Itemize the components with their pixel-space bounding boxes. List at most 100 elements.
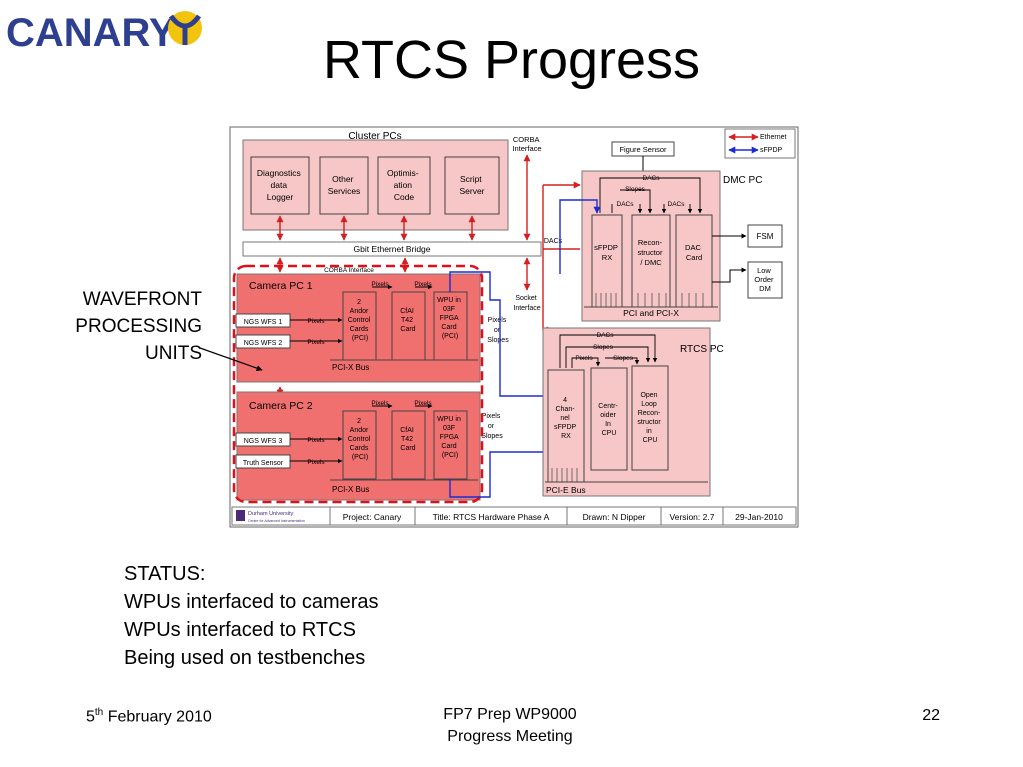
- dmc-dacs-a: DACs: [617, 201, 635, 208]
- diagnostics-logger-box: Diagnostics data Logger: [257, 168, 303, 202]
- camera1-pix-in1: Pixels: [307, 318, 325, 325]
- rtcs-internal-links: [559, 334, 658, 368]
- dac-output-links: [712, 233, 747, 283]
- footer-date-day: 5: [86, 708, 95, 726]
- dmc-dacs-b: DACs: [668, 201, 686, 208]
- status-list: STATUS: WPUs interfaced to cameras WPUs …: [124, 560, 379, 672]
- camera1-pixels-b: Pixels: [414, 281, 432, 288]
- rtcs-pins: [551, 468, 578, 482]
- camera2-title: Camera PC 2: [249, 400, 313, 412]
- cluster-boxes: Diagnostics data Logger Other Services O…: [250, 156, 500, 215]
- annotation-arrow: [199, 347, 263, 372]
- dmc-dac-card-label: DAC Card: [685, 243, 703, 262]
- titlebar-org-line1: Durham University: [248, 511, 293, 517]
- rtcs-reconstructor-label: Open Loop Recon- structor in CPU: [637, 392, 662, 444]
- dmc-slopes: Slopes: [625, 186, 646, 193]
- camera1-cfai-label: CfAI T42 Card: [400, 308, 416, 333]
- ngs-wfs2-label: NGS WFS 2: [244, 340, 283, 347]
- gbit-ethernet-bridge: [242, 241, 542, 257]
- camera2-andor-card: [342, 410, 377, 480]
- camera2-output-label: Pixels or Slopes: [481, 413, 503, 440]
- ngs-wfs3-label: NGS WFS 3: [244, 438, 283, 445]
- camera2-pix-in1: Pixels: [307, 437, 325, 444]
- dmc-bus-label: PCI and PCI-X: [623, 308, 679, 318]
- other-services-box: Other Services: [328, 174, 361, 196]
- camera2-bus-label: PCI-X Bus: [332, 485, 369, 494]
- figure-sensor-label: Figure Sensor: [619, 145, 667, 154]
- wavefront-highlight: [232, 264, 484, 504]
- drawing-title-block: Durham University Centre for Advanced In…: [231, 506, 797, 526]
- camera1-andor-label: 2 Andor Control Cards (PCI): [348, 299, 373, 342]
- footer-meeting-line1: FP7 Prep WP9000: [443, 706, 577, 723]
- ngs-wfs2-box: [235, 334, 291, 349]
- rtcs-slopes-top: Slopes: [593, 344, 614, 351]
- annotation-line: WAVEFRONT: [82, 289, 202, 310]
- rtcs-pixels-label: Pixels: [575, 355, 593, 362]
- legend-sfpdp: sFPDP: [760, 147, 783, 154]
- dmc-pins: [595, 293, 704, 307]
- cluster-title: Cluster PCs: [348, 131, 401, 142]
- canary-logo: CANARY: [6, 11, 202, 55]
- sfpdp-links: [449, 199, 601, 498]
- camera2-pixels-a: Pixels: [371, 400, 389, 407]
- corba-interface-label: CORBA Interface: [512, 135, 541, 153]
- camera1-cfai-card: [391, 291, 426, 361]
- camera2-pix-in2: Pixels: [307, 459, 325, 466]
- ngs-wfs1-label: NGS WFS 1: [244, 319, 283, 326]
- rtcs-centroider-label: Centr- oider In CPU: [598, 403, 619, 437]
- titlebar-project: Project: Canary: [343, 512, 402, 522]
- dmc-sfpdp-rx-label: sFPDP RX: [594, 243, 620, 262]
- dmc-sfpdp-rx-box: [591, 214, 623, 308]
- footer-meeting: FP7 Prep WP9000 Progress Meeting: [400, 704, 620, 748]
- rtcs-dacs-label: DACs: [597, 332, 615, 339]
- status-heading: STATUS:: [124, 563, 206, 585]
- status-item: WPUs interfaced to RTCS: [124, 619, 356, 641]
- camera2-pixels-b: Pixels: [414, 400, 432, 407]
- dmc-pc-title: DMC PC: [723, 175, 762, 186]
- status-item: WPUs interfaced to cameras: [124, 591, 379, 613]
- fsm-box: [747, 224, 783, 248]
- fsm-label: FSM: [757, 232, 774, 241]
- rtcs-pc-title: RTCS PC: [680, 344, 724, 355]
- camera2-cfai-card: [391, 410, 426, 480]
- titlebar-date: 29-Jan-2010: [735, 512, 783, 522]
- camera1-wpu-card: [433, 291, 468, 361]
- ngs-wfs1-box: [235, 313, 291, 328]
- camera1-wpu-label: WPU in 03F FPGA Card (PCI): [437, 297, 463, 340]
- titlebar-drawn: Drawn: N Dipper: [583, 512, 646, 522]
- rtcs-slopes-label: Slopes: [613, 355, 634, 362]
- camera1-andor-card: [342, 291, 377, 361]
- footer-meeting-line2: Progress Meeting: [447, 728, 573, 745]
- logo-bird-icon: [168, 11, 202, 45]
- status-item: Being used on testbenches: [124, 647, 366, 669]
- dmc-dacs-top: DACs: [643, 175, 661, 182]
- annotation-line: UNITS: [145, 343, 202, 364]
- camera1-output-label: Pixels or Slopes: [487, 317, 509, 344]
- titlebar-title: Title: RTCS Hardware Phase A: [433, 512, 550, 522]
- gbit-label: Gbit Ethernet Bridge: [353, 244, 430, 254]
- socket-interface-label: Socket Interface: [513, 295, 540, 312]
- dmc-reconstructor-box: [631, 214, 671, 308]
- dacs-label: DACs: [544, 238, 563, 245]
- rtcs-centroider-box: [590, 367, 628, 471]
- camera1-corba-label: CORBA Interface: [324, 267, 374, 274]
- legend-ethernet: Ethernet: [760, 134, 787, 141]
- camera2-wpu-label: WPU in 03F FPGA Card (PCI): [437, 416, 463, 459]
- ethernet-cluster-links: [276, 154, 581, 397]
- camera2-andor-label: 2 Andor Control Cards (PCI): [348, 418, 373, 461]
- page-number: 22: [922, 707, 940, 724]
- dmc-internal-links: [599, 177, 703, 214]
- footer-date: 5th February 2010: [86, 707, 212, 726]
- wavefront-annotation: WAVEFRONT PROCESSING UNITS: [30, 286, 202, 367]
- page-title: RTCS Progress: [322, 30, 701, 90]
- camera1-pixels-a: Pixels: [371, 281, 389, 288]
- camera2-cfai-label: CfAI T42 Card: [400, 427, 416, 452]
- ngs-wfs3-box: [235, 432, 291, 447]
- durham-crest-icon: [236, 510, 245, 521]
- titlebar-org-line2: Centre for Advanced Instrumentation: [248, 519, 305, 523]
- titlebar-version: Version: 2.7: [670, 512, 715, 522]
- truth-sensor-box: [235, 454, 291, 469]
- camera1-pix-in2: Pixels: [307, 339, 325, 346]
- rtcs-bus-label: PCI-E Bus: [546, 485, 586, 495]
